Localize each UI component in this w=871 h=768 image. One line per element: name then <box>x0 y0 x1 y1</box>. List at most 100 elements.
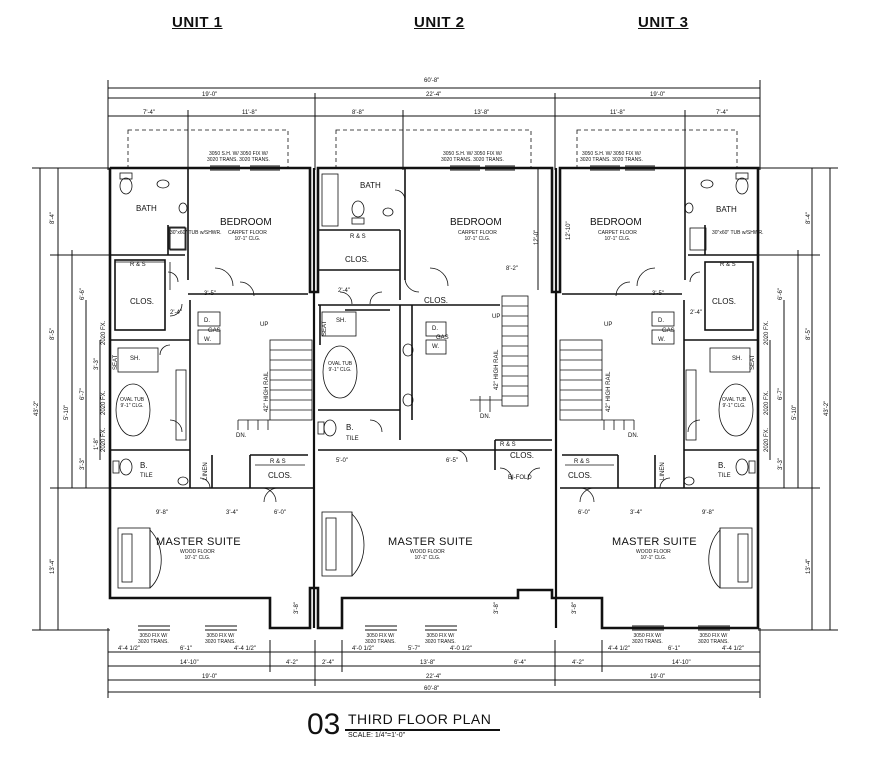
dim-right-6-7: 6'-7" <box>778 388 784 400</box>
unit-1-header: UNIT 1 <box>172 14 223 31</box>
fx-left-3: 2020 FX. <box>101 427 107 452</box>
dim-bot-6-1-u3: 6'-1" <box>668 646 680 652</box>
u3-dim-3-8: 3'-8" <box>572 602 578 614</box>
dim-bot-2-4-u2: 2'-4" <box>322 660 334 666</box>
window-note-bot-u1b: 3050 FIX W/3020 TRANS. <box>205 633 236 645</box>
u3-bath-label: BATH <box>716 205 737 214</box>
u3-dim-3-4: 3'-4" <box>630 510 642 516</box>
window-note-bot-u1a: 3050 FIX W/3020 TRANS. <box>138 633 169 645</box>
u3-b-label: B. <box>718 461 726 470</box>
dim-left-8-4: 8'-4" <box>50 212 56 224</box>
u2-rs-1: R & S <box>350 234 366 240</box>
fx-right-2: 2020 FX. <box>764 390 770 415</box>
u3-bedroom-label: BEDROOM <box>590 217 642 228</box>
unit-3-header: UNIT 3 <box>638 14 689 31</box>
u3-d-label: D. <box>658 318 664 324</box>
dim-left-6-6: 6'-6" <box>80 288 86 300</box>
u3-gas-label: GAS <box>662 328 675 334</box>
fx-left-2: 2020 FX. <box>101 390 107 415</box>
u1-d-label: D. <box>204 318 210 324</box>
u2-rail-note: 42" HIGH RAIL <box>494 349 500 390</box>
sheet-number: 03 <box>307 708 341 741</box>
u2-up-label: UP <box>492 314 501 320</box>
u2-dim-12-0: 12'-0" <box>534 229 540 245</box>
dim-bot-6-1-u1: 6'-1" <box>180 646 192 652</box>
dim-bot-4-4-u1a: 4'-4 1/2" <box>118 646 140 652</box>
u3-tile-label: TILE <box>718 473 731 479</box>
u1-dim-2-4: 2'-4" <box>170 310 182 316</box>
u2-b-label: B. <box>346 423 354 432</box>
dim-bot-4-4-u1b: 4'-4 1/2" <box>234 646 256 652</box>
u1-dim-3-5: 3'-5" <box>204 291 216 297</box>
dim-bot-4-0-u2a: 4'-0 1/2" <box>352 646 374 652</box>
u3-rail-note: 42" HIGH RAIL <box>606 371 612 412</box>
dim-left-43-2: 43'-2" <box>34 400 40 416</box>
dim-u3-12-10: 12'-10" <box>566 221 572 240</box>
dim-bot-22-4-u2: 22'-4" <box>426 674 442 680</box>
dim-top-11-8-u3: 11'-8" <box>610 110 625 116</box>
u3-rs-2: R & S <box>574 459 590 465</box>
u2-sh-label: SH. <box>336 318 347 324</box>
u2-tile-label: TILE <box>346 436 359 442</box>
u1-rs-2: R & S <box>270 459 286 465</box>
window-note-bot-u3a: 3050 FIX W/3020 TRANS. <box>632 633 663 645</box>
u1-dim-3-8: 3'-8" <box>294 602 300 614</box>
u1-w-label: W. <box>204 337 211 343</box>
u2-bifold-label: BI-FOLD <box>508 475 532 481</box>
u3-dn-label: DN. <box>628 433 639 439</box>
window-note-bot-u2a: 3050 FIX W/3020 TRANS. <box>365 633 396 645</box>
window-note-top-u1: 3050 S.H. W/ 3050 FIX W/3020 TRANS. 3020… <box>207 151 270 163</box>
u3-dim-9-8: 9'-8" <box>702 510 714 516</box>
u1-dim-6-0: 6'-0" <box>274 510 286 516</box>
u2-dim-3-8: 3'-8" <box>494 602 500 614</box>
u1-up-label: UP <box>260 322 269 328</box>
drawing-title: THIRD FLOOR PLAN <box>348 711 492 727</box>
dim-right-6-6: 6'-6" <box>778 288 784 300</box>
u2-dim-6-5: 6'-5" <box>446 458 458 464</box>
u3-dim-2-4: 2'-4" <box>690 310 702 316</box>
u2-clos2-label: CLOS. <box>424 296 449 305</box>
dim-right-5-10: 5'-10" <box>792 404 798 420</box>
window-note-bot-u3b: 3050 FIX W/3020 TRANS. <box>698 633 729 645</box>
u1-dn-label: DN. <box>236 433 247 439</box>
dim-bot-14-10-u3: 14'-10" <box>672 660 691 666</box>
dim-top-13-8-u2: 13'-8" <box>474 110 490 116</box>
u1-b-label: B. <box>140 461 148 470</box>
u3-tub-note: 30"x60" TUB w/SHWR. <box>712 230 764 236</box>
dim-left-5-10: 5'-10" <box>64 404 70 420</box>
u2-clos3-label: CLOS. <box>510 451 535 460</box>
u1-clos2-label: CLOS. <box>268 471 293 480</box>
u1-bath-label: BATH <box>136 204 157 213</box>
u3-linen-label: LINEN <box>660 462 666 480</box>
u1-linen-label: LINEN <box>203 462 209 480</box>
dim-right-43-2: 43'-2" <box>824 400 830 416</box>
fx-right-3: 2020 FX. <box>764 427 770 452</box>
dim-bot-19-u1: 19'-0" <box>202 674 218 680</box>
u3-master-suite-label: MASTER SUITE <box>612 536 697 548</box>
dim-bot-4-2-u3: 4'-2" <box>572 660 584 666</box>
u2-master-suite-label: MASTER SUITE <box>388 536 473 548</box>
dim-unit3-width: 19'-0" <box>650 92 666 98</box>
window-note-top-u2: 3050 S.H. W/ 3050 FIX W/3020 TRANS. 3020… <box>441 151 504 163</box>
u2-dim-8-2: 8'-2" <box>506 266 518 272</box>
u3-dim-3-5: 3'-5" <box>652 291 664 297</box>
dim-bot-4-4-u3a: 4'-4 1/2" <box>608 646 630 652</box>
u2-d-label: D. <box>432 326 438 332</box>
dim-unit1-width: 19'-0" <box>202 92 218 98</box>
dim-left-3-3b: 3'-3" <box>94 358 100 370</box>
dim-right-8-5: 8'-5" <box>806 328 812 340</box>
u1-tub-note: 30"x60" TUB w/SHWR. <box>170 230 222 236</box>
u2-seat-label: SEAT <box>322 320 328 336</box>
dim-left-8-5: 8'-5" <box>50 328 56 340</box>
u1-rail-note: 42" HIGH RAIL <box>264 371 270 412</box>
unit-2-header: UNIT 2 <box>414 14 465 31</box>
u2-dim-5-4: 2'-4" <box>338 288 350 294</box>
dim-unit2-width: 22'-4" <box>426 92 442 98</box>
